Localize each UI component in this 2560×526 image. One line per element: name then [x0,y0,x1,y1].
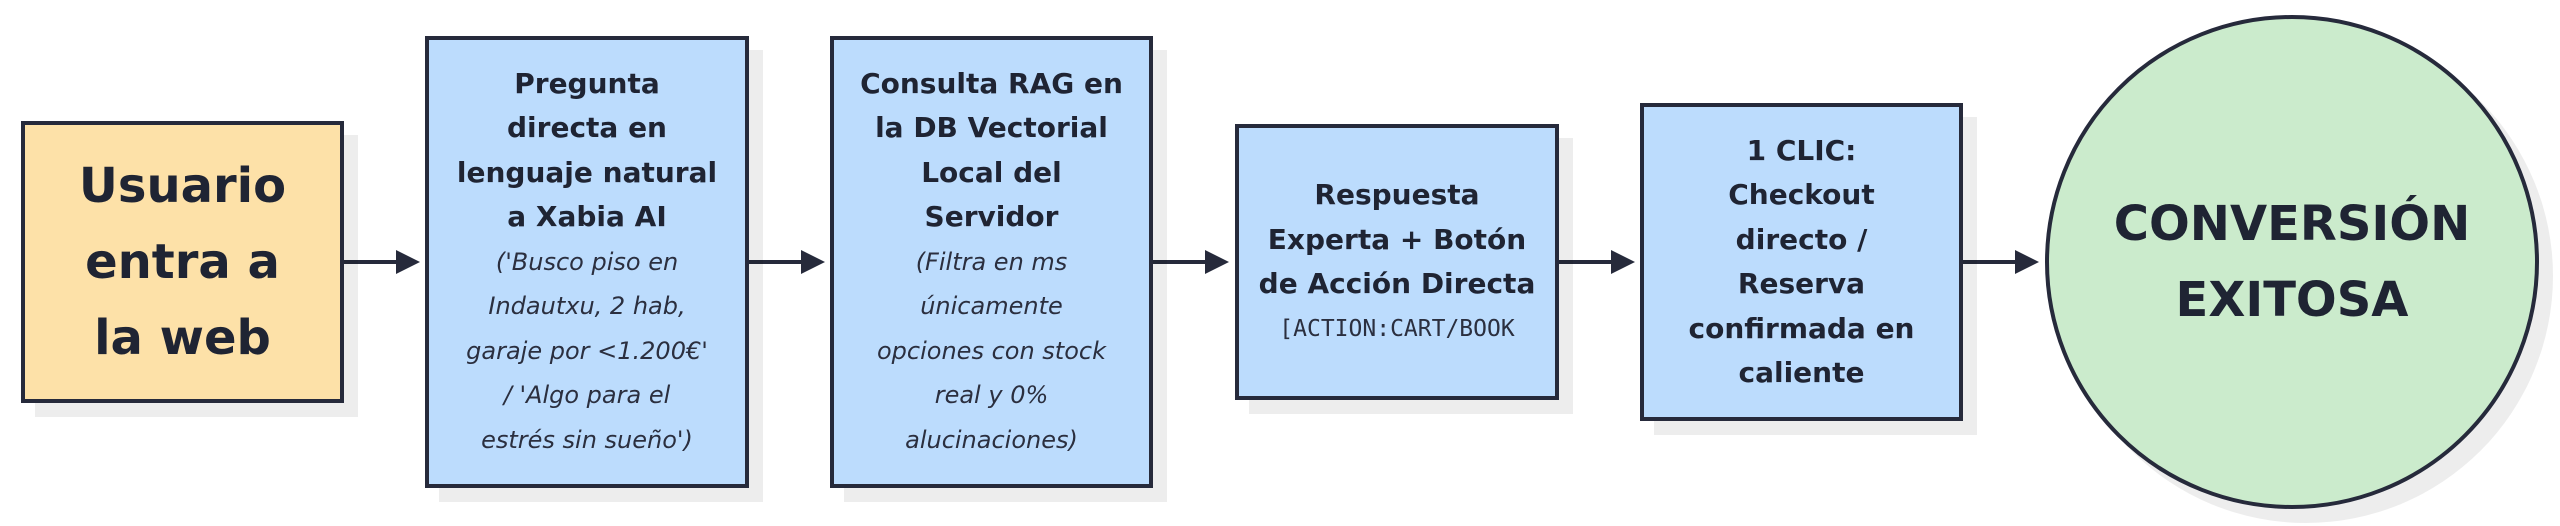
arrow-user-to-question [344,250,420,274]
node-answer-action-code: [ACTION:CART/BOOK [1279,315,1515,342]
node-natural-language-question: Pregunta directa en lenguaje natural a X… [425,36,749,488]
arrow-rag-to-answer [1153,250,1229,274]
node-user-enters-web-title: Usuario entra a la web [78,158,287,366]
node-answer-title: Respuesta Experta + Botón de Acción Dire… [1258,178,1536,300]
node-one-click-checkout: 1 CLIC: Checkout directo / Reserva confi… [1640,103,1963,421]
node-rag-query: Consulta RAG en la DB Vectorial Local de… [830,36,1153,488]
node-successful-conversion: CONVERSIÓN EXITOSA [2045,15,2539,509]
node-question-title: Pregunta directa en lenguaje natural a X… [456,66,718,234]
node-checkout-title: 1 CLIC: Checkout directo / Reserva confi… [1688,133,1915,390]
arrow-checkout-to-conversion [1963,250,2039,274]
node-rag-note: (Filtra en ms únicamente opciones con st… [877,247,1106,454]
node-conversion-title: CONVERSIÓN EXITOSA [2113,196,2471,328]
arrow-answer-to-checkout [1559,250,1635,274]
node-expert-answer: Respuesta Experta + Botón de Acción Dire… [1235,124,1559,400]
arrow-question-to-rag [749,250,825,274]
node-rag-title: Consulta RAG en la DB Vectorial Local de… [860,66,1123,234]
node-question-example: ('Busco piso en Indautxu, 2 hab, garaje … [466,247,708,454]
node-user-enters-web: Usuario entra a la web [21,121,344,403]
